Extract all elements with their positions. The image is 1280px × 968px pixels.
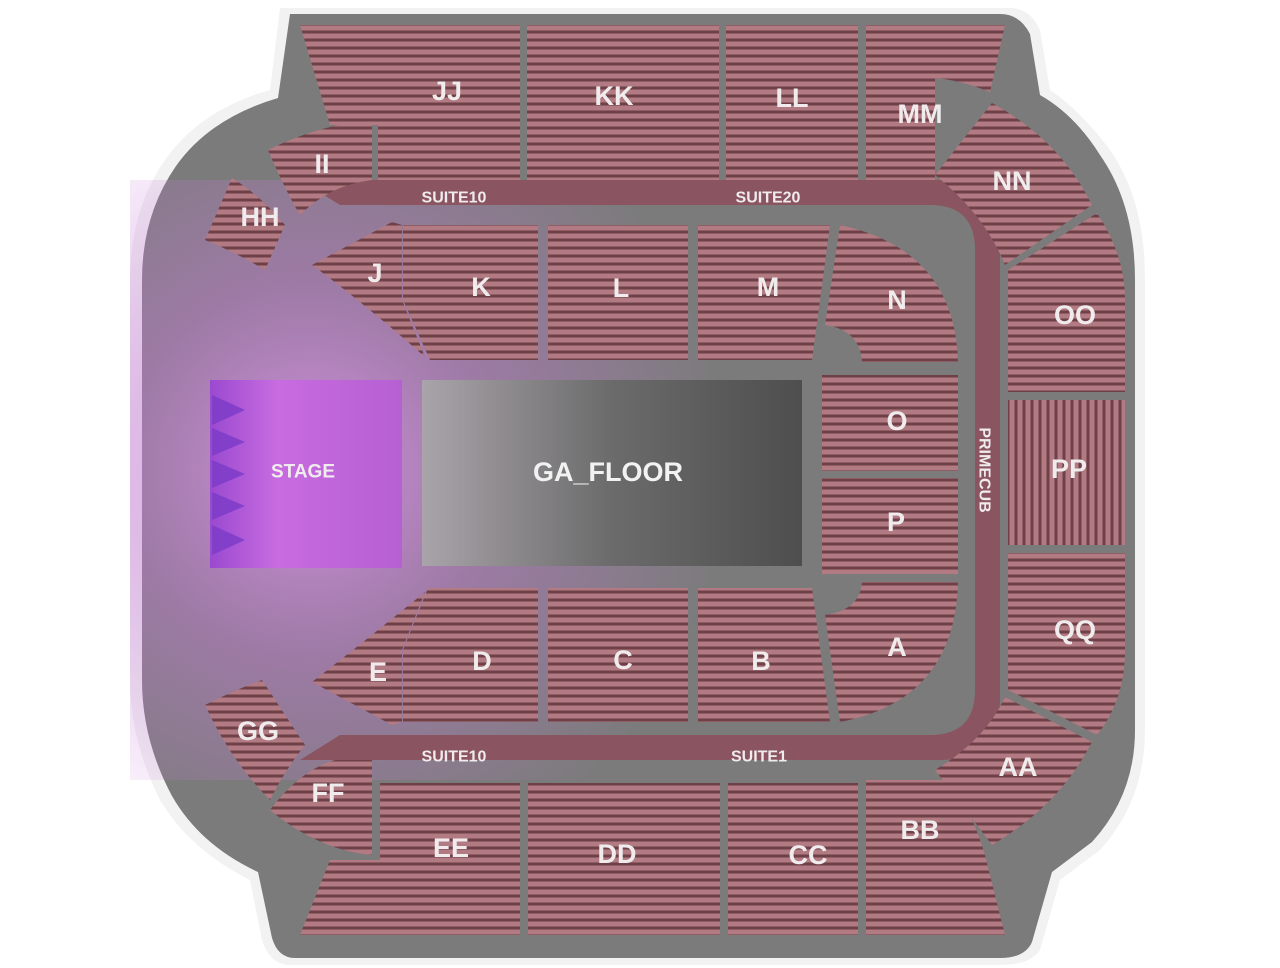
section-c[interactable]: C <box>548 588 688 722</box>
section-ll[interactable]: LL <box>726 25 858 180</box>
section-dd[interactable]: DD <box>528 783 720 935</box>
section-d[interactable]: D <box>403 588 538 722</box>
section-l[interactable]: L <box>548 225 688 360</box>
section-p[interactable]: P <box>822 478 958 574</box>
ga-floor[interactable]: GA_FLOOR <box>422 380 802 566</box>
section-m[interactable]: M <box>698 225 830 360</box>
section-pp[interactable]: PP <box>1008 400 1125 545</box>
section-k[interactable]: K <box>403 225 538 360</box>
section-cc[interactable]: CC <box>728 783 858 935</box>
section-kk[interactable]: KK <box>527 25 719 180</box>
section-b[interactable]: B <box>698 588 830 722</box>
section-o[interactable]: O <box>822 375 958 471</box>
stage: STAGE <box>210 380 402 568</box>
